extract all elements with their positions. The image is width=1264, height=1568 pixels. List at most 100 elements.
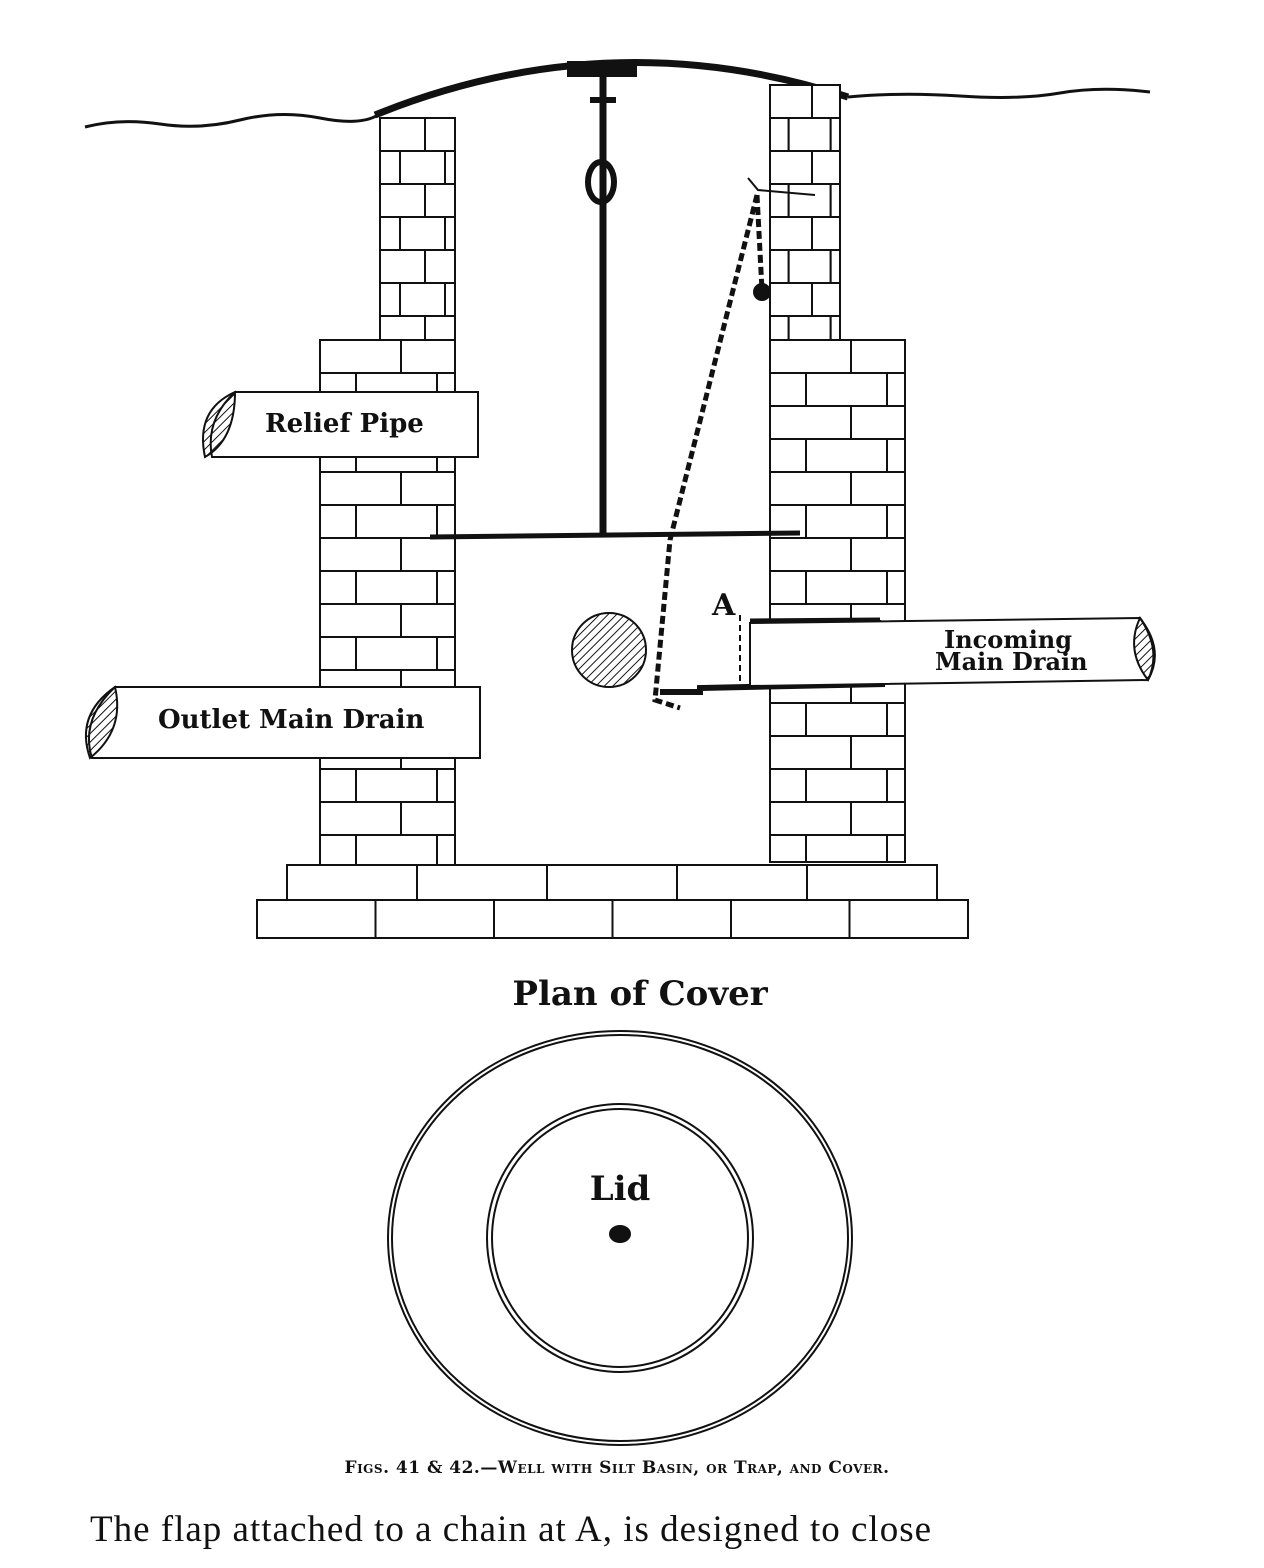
lid-label: Lid xyxy=(590,1169,651,1209)
brick xyxy=(769,315,790,341)
brick xyxy=(886,438,906,473)
brick xyxy=(730,899,851,939)
brick xyxy=(886,570,906,605)
brick xyxy=(769,702,807,737)
pulley-icon xyxy=(585,159,617,205)
brick xyxy=(493,899,614,939)
brick xyxy=(850,801,906,836)
relief-pipe-label: Relief Pipe xyxy=(265,409,424,439)
brick xyxy=(769,471,852,506)
brick xyxy=(769,282,813,317)
brick xyxy=(355,834,438,869)
ball-float xyxy=(571,612,647,688)
brick xyxy=(769,570,807,605)
brick xyxy=(769,801,852,836)
brick xyxy=(355,570,438,605)
brick xyxy=(886,834,906,863)
brick xyxy=(886,504,906,539)
brick xyxy=(379,249,426,284)
brick xyxy=(374,899,495,939)
brick xyxy=(319,636,357,671)
brick xyxy=(850,471,906,506)
brick xyxy=(811,216,841,251)
brick xyxy=(850,735,906,770)
brick xyxy=(399,216,446,251)
brick xyxy=(886,768,906,803)
brick-walls xyxy=(256,84,969,939)
brick xyxy=(444,150,456,185)
brick xyxy=(805,570,888,605)
brick xyxy=(379,282,401,317)
brick xyxy=(424,117,456,152)
brick xyxy=(769,339,852,374)
brick xyxy=(805,702,888,737)
brick xyxy=(319,471,402,506)
brick xyxy=(886,702,906,737)
brick xyxy=(400,339,456,374)
brick xyxy=(769,117,790,152)
body-text: The flap attached to a chain at A, is de… xyxy=(90,1509,933,1550)
brick xyxy=(787,183,832,218)
brick xyxy=(436,834,456,869)
brick xyxy=(850,405,906,440)
brick xyxy=(379,183,426,218)
brick xyxy=(769,834,807,863)
flap-marker-a: A xyxy=(711,588,736,623)
brick xyxy=(400,537,456,572)
brick xyxy=(848,899,969,939)
brick xyxy=(850,339,906,374)
brick xyxy=(805,504,888,539)
silt-basin-bar xyxy=(429,530,801,540)
brick xyxy=(769,183,790,218)
brick xyxy=(829,249,842,284)
figure-caption: Figs. 41 & 42.—Well with Silt Basin, or … xyxy=(344,1458,890,1478)
brick xyxy=(355,636,438,671)
ground-right xyxy=(847,87,1151,99)
brick xyxy=(787,249,832,284)
brick xyxy=(416,864,548,901)
chain xyxy=(652,194,760,711)
brick xyxy=(787,117,832,152)
brick xyxy=(811,84,841,119)
brick xyxy=(811,150,841,185)
brick xyxy=(676,864,808,901)
brick xyxy=(319,339,402,374)
chain-weight xyxy=(753,283,771,301)
brick xyxy=(769,216,813,251)
lid-knob xyxy=(609,1225,631,1243)
brick xyxy=(829,117,842,152)
brick xyxy=(886,372,906,407)
brick xyxy=(400,603,456,638)
brick xyxy=(436,570,456,605)
brick xyxy=(399,150,446,185)
brick xyxy=(355,504,438,539)
lid-ring xyxy=(486,1103,754,1373)
brick xyxy=(424,249,456,284)
plan-title: Plan of Cover xyxy=(512,974,768,1014)
cover-lid-block xyxy=(567,61,637,77)
brick xyxy=(400,471,456,506)
brick xyxy=(546,864,678,901)
brick xyxy=(319,603,402,638)
brick xyxy=(399,282,446,317)
brick xyxy=(379,117,426,152)
brick xyxy=(444,216,456,251)
brick xyxy=(805,834,888,863)
brick xyxy=(319,801,402,836)
brick xyxy=(769,372,807,407)
ground-left xyxy=(84,112,379,129)
brick xyxy=(256,899,377,939)
brick xyxy=(424,183,456,218)
brick xyxy=(400,801,456,836)
brick xyxy=(806,864,938,901)
incoming-main-drain-label-1: Incoming xyxy=(944,625,1072,654)
brick xyxy=(319,570,357,605)
brick xyxy=(769,249,790,284)
brick xyxy=(769,150,813,185)
brick xyxy=(805,372,888,407)
brick xyxy=(355,768,438,803)
brick xyxy=(319,768,357,803)
brick xyxy=(319,537,402,572)
brick xyxy=(811,282,841,317)
